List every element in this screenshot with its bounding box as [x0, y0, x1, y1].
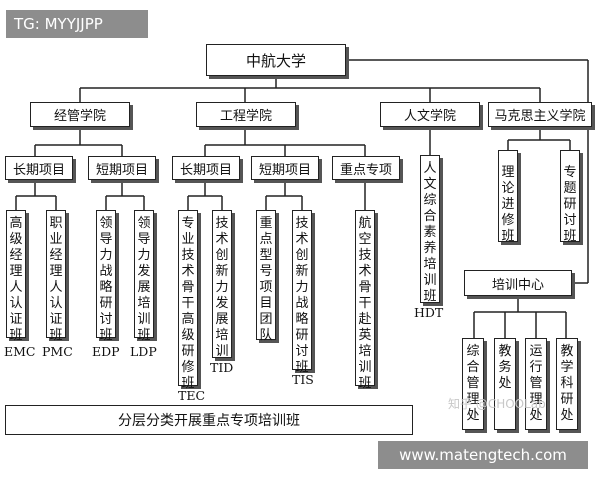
code-emc: EMC — [4, 344, 36, 359]
program-ldp: 领导力发展培训班 — [134, 210, 154, 343]
code-pmc: PMC — [42, 344, 73, 359]
program-tid: 技术创新力发展培训 — [212, 210, 232, 359]
center-unit-research: 教学科研处 — [556, 338, 578, 430]
center-unit-admin: 综合管理处 — [462, 338, 484, 430]
training-center: 培训中心 — [464, 270, 572, 296]
school-marx: 马克思主义学院 — [488, 102, 592, 127]
code-edp: EDP — [92, 344, 120, 359]
code-tid: TID — [210, 360, 234, 375]
watermark-tag: TG: MYYJJPP — [6, 10, 148, 38]
bottom-banner: 分层分类开展重点专项培训班 — [5, 405, 413, 435]
school-econ: 经管学院 — [30, 102, 130, 127]
program-emc: 高级经理人认证班 — [6, 210, 26, 343]
program-edp: 领导力战略研讨班 — [96, 210, 116, 343]
program-theory: 理论进修班 — [498, 150, 518, 244]
school-eng: 工程学院 — [196, 102, 296, 127]
program-aero: 航空技术骨干赴英培训班 — [355, 210, 375, 391]
ghost-watermark: 知乎 @CHOOLab — [448, 397, 546, 411]
category-eng-long: 长期项目 — [172, 156, 240, 180]
center-unit-teaching: 教务处 — [494, 338, 516, 430]
program-hdt: 人文综合素养培训班 — [420, 155, 440, 304]
code-ldp: LDP — [130, 344, 157, 359]
watermark-site: www.matengtech.com — [378, 441, 588, 469]
program-tec: 专业技术骨干高级研修班 — [178, 210, 198, 391]
root-node: 中航大学 — [206, 44, 346, 76]
code-hdt: HDT — [414, 305, 444, 320]
program-special: 专题研讨班 — [560, 150, 580, 244]
code-tis: TIS — [292, 372, 314, 387]
center-unit-ops: 运行管理处 — [525, 338, 547, 430]
school-hum: 人文学院 — [380, 102, 480, 127]
category-econ-short: 短期项目 — [88, 156, 156, 180]
program-pmc: 职业经理人认证班 — [46, 210, 66, 343]
code-tec: TEC — [178, 388, 206, 403]
category-eng-key: 重点专项 — [332, 156, 400, 180]
category-eng-short: 短期项目 — [251, 156, 319, 180]
category-econ-long: 长期项目 — [5, 156, 73, 180]
program-tis: 技术创新力战略研讨班 — [292, 210, 312, 375]
program-team: 重点型号项目团队 — [256, 210, 276, 343]
